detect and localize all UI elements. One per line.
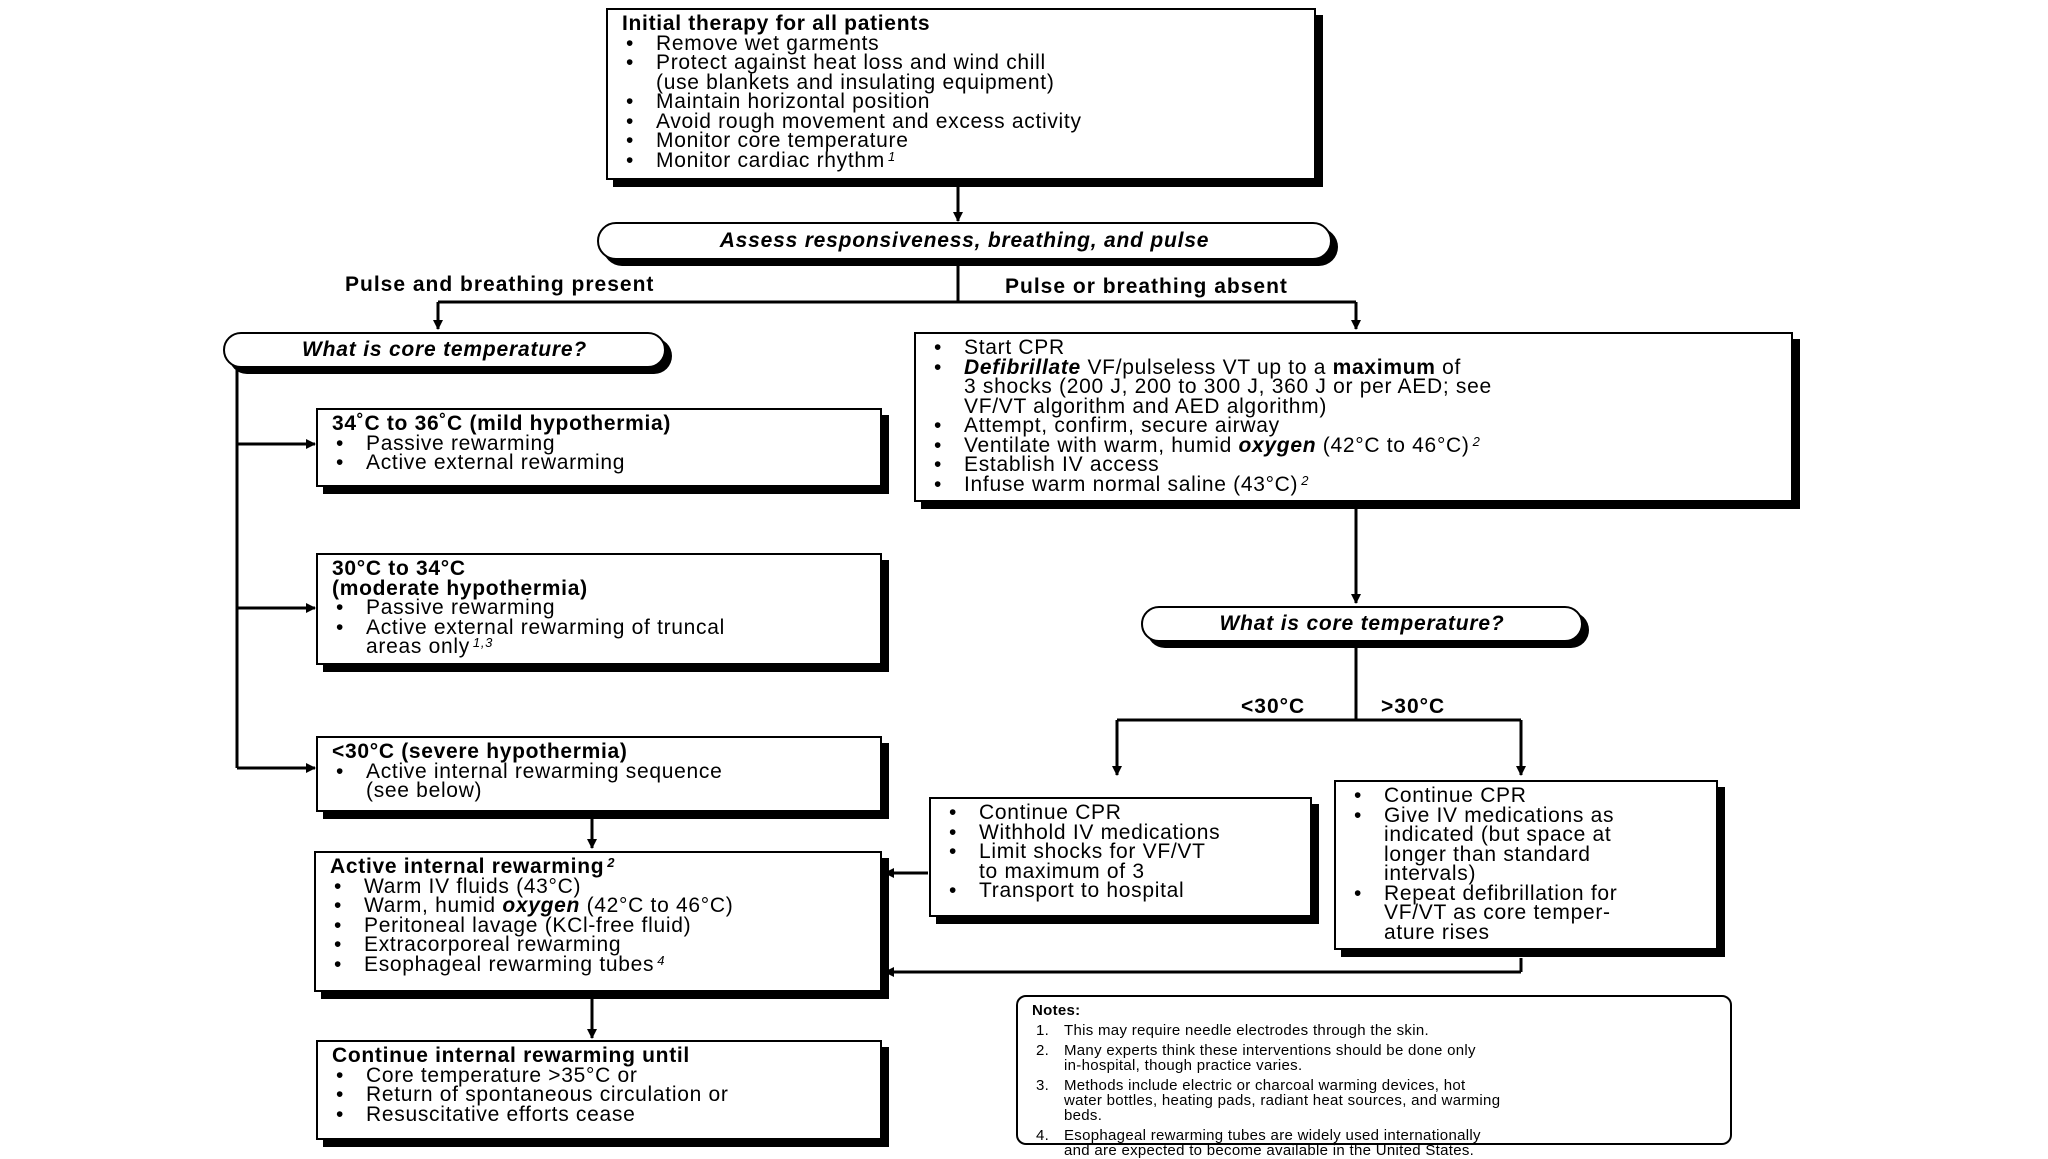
list-item-continuation: 3 shocks (200 J, 200 to 300 J, 360 J or …: [964, 375, 1492, 398]
list-item: Monitor core temperature: [622, 130, 1300, 150]
branch-label-gt30: >30°C: [1381, 695, 1446, 718]
list-item: Infuse warm normal saline (43°C)2: [930, 472, 1777, 495]
core-temp-question-right: What is core temperature?: [1141, 606, 1583, 642]
list-item: Start CPR: [930, 337, 1777, 357]
list-item: Warm, humid oxygen (42°C to 46°C): [330, 895, 866, 916]
list-item: Return of spontaneous circulation or: [332, 1084, 866, 1104]
withhold-list-2: Transport to hospital: [945, 880, 1296, 900]
continue-list: Core temperature >35°C or Return of spon…: [332, 1065, 866, 1124]
note-item: Many experts think these interventions s…: [1032, 1043, 1716, 1073]
list-item: Peritoneal lavage (KCl-free fluid): [330, 915, 866, 935]
list-item: Establish IV access: [930, 454, 1777, 474]
list-item: Passive rewarming: [332, 433, 866, 453]
list-item: Active external rewarming of truncal: [332, 617, 866, 637]
list-item-continuation: indicated (but space at: [1384, 823, 1612, 846]
cpr-box: Start CPR Defibrillate VF/pulseless VT u…: [914, 332, 1793, 502]
list-item: Maintain horizontal position: [622, 91, 1300, 111]
moderate-list: Passive rewarming Active external rewarm…: [332, 597, 866, 637]
list-item-continuation: intervals): [1384, 862, 1477, 885]
note-item: This may require needle electrodes throu…: [1032, 1023, 1716, 1038]
withhold-list: Continue CPR Withhold IV medications Lim…: [945, 802, 1296, 861]
continue-title: Continue internal rewarming until: [332, 1044, 690, 1067]
initial-therapy-box: Initial therapy for all patients Remove …: [606, 8, 1316, 180]
note-item: Esophageal rewarming tubes are widely us…: [1032, 1128, 1716, 1158]
mild-title: 34˚C to 36˚C (mild hypothermia): [332, 412, 672, 435]
list-item: Active external rewarming: [332, 452, 866, 472]
list-item: Defibrillate VF/pulseless VT up to a max…: [930, 357, 1777, 378]
cpr-list: Start CPR Defibrillate VF/pulseless VT u…: [930, 337, 1777, 495]
footnote-ref: 1: [887, 148, 896, 164]
list-item: Continue CPR: [1350, 785, 1702, 805]
give-iv-list-2: Repeat defibrillation for: [1350, 883, 1702, 903]
footnote-ref: 4: [657, 952, 666, 968]
notes-box: Notes: This may require needle electrode…: [1016, 995, 1732, 1158]
severe-title: <30°C (severe hypothermia): [332, 740, 628, 763]
severe-hypothermia-box: <30°C (severe hypothermia) Active intern…: [316, 736, 882, 812]
moderate-hypothermia-box: 30°C to 34°C (moderate hypothermia) Pass…: [316, 553, 882, 665]
list-item: Give IV medications as: [1350, 805, 1702, 825]
note-item: Methods include electric or charcoal war…: [1032, 1078, 1716, 1123]
list-item: Active internal rewarming sequence: [332, 761, 866, 781]
list-item: Limit shocks for VF/VT: [945, 841, 1296, 861]
list-item-continuation: to maximum of 3: [979, 859, 1145, 883]
list-item-continuation: longer than standard: [1384, 842, 1591, 866]
branch-label-present: Pulse and breathing present: [345, 273, 655, 296]
list-item: Protect against heat loss and wind chill: [622, 52, 1300, 72]
list-item-continuation: (see below): [366, 779, 483, 802]
give-iv-meds-box: Continue CPR Give IV medications as indi…: [1334, 780, 1718, 950]
moderate-title-2: (moderate hypothermia): [332, 576, 588, 600]
footnote-ref: 1,3: [472, 635, 494, 650]
branch-label-absent: Pulse or breathing absent: [1005, 275, 1288, 298]
footnote-ref: 2: [1472, 433, 1481, 449]
list-item: Continue CPR: [945, 802, 1296, 822]
list-item: Core temperature >35°C or: [332, 1065, 866, 1085]
withhold-meds-box: Continue CPR Withhold IV medications Lim…: [929, 797, 1312, 917]
core-temp-question-left: What is core temperature?: [223, 332, 666, 368]
branch-label-lt30: <30°C: [1241, 695, 1306, 718]
list-item: Passive rewarming: [332, 597, 866, 617]
list-item-continuation: VF/VT algorithm and AED algorithm): [964, 394, 1328, 418]
mild-list: Passive rewarming Active external rewarm…: [332, 433, 866, 473]
list-item: Attempt, confirm, secure airway: [930, 415, 1777, 435]
give-iv-list: Continue CPR Give IV medications as: [1350, 785, 1702, 825]
list-item: Transport to hospital: [945, 880, 1296, 900]
list-item: Resuscitative efforts cease: [332, 1104, 866, 1124]
list-item-continuation: VF/VT as core temper-: [1384, 901, 1611, 924]
list-item: Warm IV fluids (43°C): [330, 876, 866, 896]
mild-hypothermia-box: 34˚C to 36˚C (mild hypothermia) Passive …: [316, 408, 882, 487]
continue-rewarming-box: Continue internal rewarming until Core t…: [316, 1040, 882, 1140]
aiw-list: Warm IV fluids (43°C) Warm, humid oxygen…: [330, 876, 866, 975]
list-item: Avoid rough movement and excess activity: [622, 111, 1300, 131]
list-item: Extracorporeal rewarming: [330, 934, 866, 954]
list-item: Repeat defibrillation for: [1350, 883, 1702, 903]
severe-list: Active internal rewarming sequence: [332, 761, 866, 781]
initial-therapy-title: Initial therapy for all patients: [622, 12, 931, 35]
initial-therapy-list: Remove wet garments Protect against heat…: [622, 33, 1300, 171]
list-item: Ventilate with warm, humid oxygen (42°C …: [930, 433, 1777, 456]
notes-title: Notes:: [1032, 1002, 1081, 1019]
footnote-ref: 2: [1301, 472, 1310, 488]
list-item: Withhold IV medications: [945, 822, 1296, 842]
footnote-ref: 2: [607, 855, 616, 870]
notes-list: This may require needle electrodes throu…: [1032, 1023, 1716, 1158]
list-item: Remove wet garments: [622, 33, 1300, 53]
list-item-continuation: (use blankets and insulating equipment): [656, 70, 1055, 94]
assess-pill: Assess responsiveness, breathing, and pu…: [597, 222, 1332, 260]
list-item-continuation: ature rises: [1384, 920, 1490, 944]
moderate-title-1: 30°C to 34°C: [332, 557, 466, 580]
